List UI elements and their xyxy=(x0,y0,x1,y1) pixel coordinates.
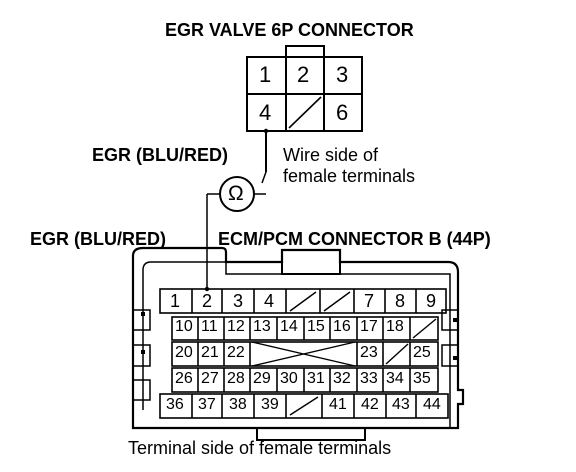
ecm-cell-2: 2 xyxy=(202,291,213,311)
ecm-cell-13: 13 xyxy=(253,318,271,335)
ecm-cell-21: 21 xyxy=(201,344,219,361)
ecm-cell-14: 14 xyxy=(280,318,298,335)
ecm-cell-4: 4 xyxy=(264,291,275,311)
ecm-row-2-grid xyxy=(171,316,439,341)
ecm-cell-8: 8 xyxy=(395,291,406,311)
ecm-cell-29: 29 xyxy=(253,370,271,387)
ecm-cell-44: 44 xyxy=(423,396,441,413)
ecm-cell-39: 39 xyxy=(261,396,279,413)
ecm-cell-18: 18 xyxy=(386,318,404,335)
ecm-cell-15: 15 xyxy=(307,318,325,335)
ecm-cell-31: 31 xyxy=(307,370,325,387)
ecm-cell-23: 23 xyxy=(360,344,378,361)
wire-side-label-2: female terminals xyxy=(283,166,416,186)
ecm-cell-34: 34 xyxy=(386,370,404,387)
top-cell-4: 4 xyxy=(259,100,272,125)
ecm-row-4-grid xyxy=(171,367,439,393)
ecm-bottom-tab xyxy=(256,428,366,441)
ecm-top-tab xyxy=(281,249,341,275)
terminal-side-label: Terminal side of female terminals xyxy=(128,438,392,458)
ecm-cell-7: 7 xyxy=(364,291,375,311)
ecm-cell-41: 41 xyxy=(329,396,347,413)
ecm-housing-inner xyxy=(142,261,451,428)
ecm-cell-43: 43 xyxy=(392,396,410,413)
top-cell-6: 6 xyxy=(336,100,349,125)
ecm-cell-30: 30 xyxy=(280,370,298,387)
ecm-cell-9: 9 xyxy=(426,291,437,311)
ecm-cell-26: 26 xyxy=(175,370,193,387)
egr-wire-label-top: EGR (BLU/RED) xyxy=(92,145,228,165)
ecm-cell-36: 36 xyxy=(166,396,184,413)
ecm-cell-42: 42 xyxy=(361,396,379,413)
wire-side-label-1: Wire side of xyxy=(283,145,379,165)
top-connector-title: EGR VALVE 6P CONNECTOR xyxy=(165,20,414,40)
top-cell-1: 1 xyxy=(259,62,272,87)
ecm-row-3-grid xyxy=(171,341,439,367)
top-cell-2: 2 xyxy=(297,62,310,87)
ecm-cell-1: 1 xyxy=(170,291,181,311)
egr-wire-label-left: EGR (BLU/RED) xyxy=(30,229,166,249)
ecm-cell-17: 17 xyxy=(360,318,378,335)
ecm-cell-37: 37 xyxy=(198,396,216,413)
ecm-cell-3: 3 xyxy=(233,291,244,311)
ecm-cell-12: 12 xyxy=(227,318,245,335)
top-connector-key xyxy=(285,45,325,57)
ecm-cell-16: 16 xyxy=(333,318,351,335)
ecm-cell-35: 35 xyxy=(413,370,431,387)
ecm-cell-22: 22 xyxy=(227,344,245,361)
ecm-cell-10: 10 xyxy=(175,318,193,335)
ecm-cell-20: 20 xyxy=(175,344,193,361)
ecm-cell-11: 11 xyxy=(201,318,218,335)
ecm-cell-28: 28 xyxy=(227,370,245,387)
ecm-row-5-grid xyxy=(159,393,449,419)
top-blank-diagonal xyxy=(288,96,322,129)
ecm-cell-33: 33 xyxy=(360,370,378,387)
ecm-cell-38: 38 xyxy=(229,396,247,413)
ecm-cell-32: 32 xyxy=(333,370,351,387)
ecm-cell-27: 27 xyxy=(201,370,219,387)
ecm-connector-title: ECM/PCM CONNECTOR B (44P) xyxy=(218,229,491,249)
ohm-icon: Ω xyxy=(228,182,244,205)
ecm-row-1-grid xyxy=(159,288,447,314)
top-cell-3: 3 xyxy=(336,62,349,87)
ecm-cell-25: 25 xyxy=(413,344,431,361)
